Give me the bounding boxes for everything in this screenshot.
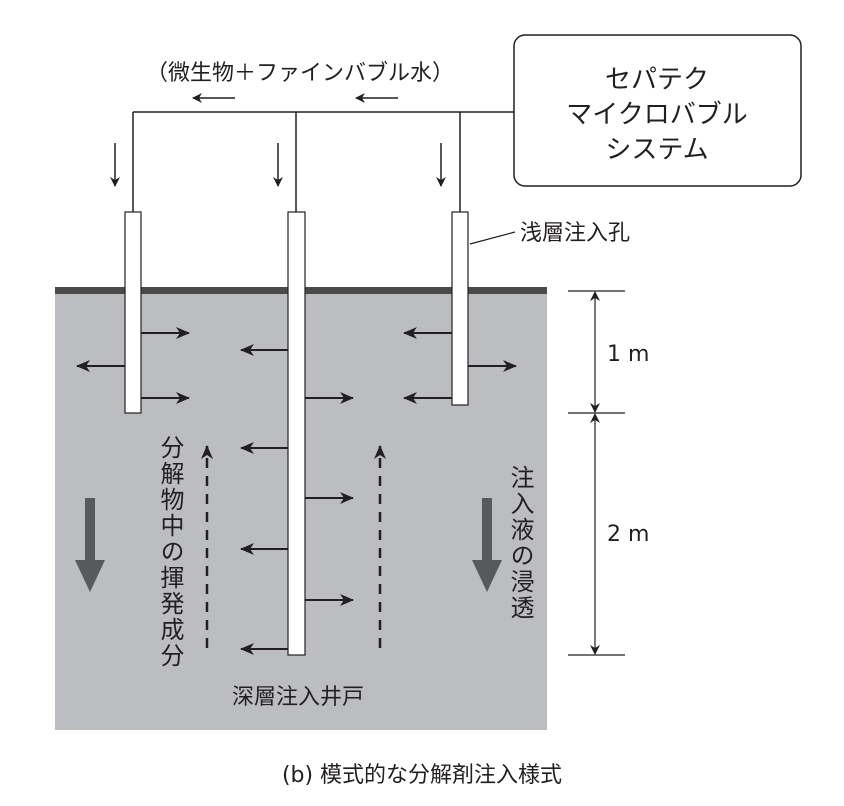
dimension-2m: 2 m <box>607 522 649 547</box>
dimension-1m: 1 m <box>607 342 649 367</box>
system-line-1: セパテク <box>605 65 709 95</box>
infiltration-arrow-right <box>472 498 502 592</box>
deep-well <box>287 211 306 656</box>
supply-piping <box>132 111 514 212</box>
system-line-3: システム <box>605 135 708 165</box>
outflow-arrows <box>76 327 517 655</box>
infiltration-label: 注入液の浸透 <box>506 465 534 621</box>
shallow-well-right <box>451 211 469 406</box>
volatile-label: 分解物中の揮発成分 <box>156 435 184 669</box>
dimension-lines <box>568 290 625 656</box>
system-line-2: マイクロバブル <box>566 100 747 130</box>
microbubble-system-box <box>513 34 802 187</box>
leader-line <box>469 231 516 245</box>
shallow-well-label: 浅層注入孔 <box>520 221 630 246</box>
flow-label: （微生物＋ファインバブル水） <box>146 61 454 86</box>
figure-caption: (b) 模式的な分解剤注入様式 <box>282 763 562 788</box>
infiltration-arrow-left <box>75 498 105 592</box>
shallow-well-left <box>124 211 142 414</box>
deep-well-label: 深層注入井戸 <box>232 685 364 710</box>
